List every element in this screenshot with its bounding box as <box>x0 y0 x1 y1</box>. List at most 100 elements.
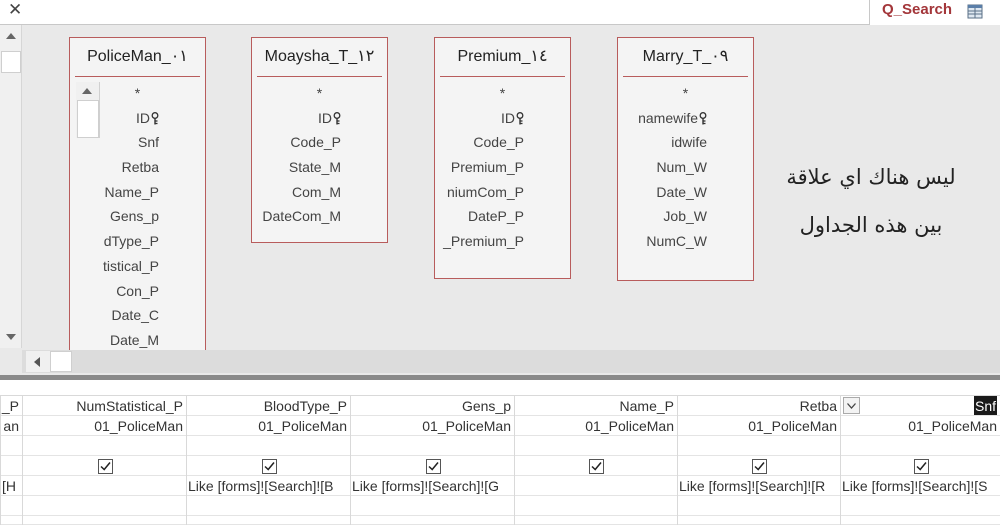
pane-splitter[interactable] <box>0 375 1000 380</box>
show-checkbox[interactable] <box>752 459 767 474</box>
scroll-thumb[interactable] <box>50 351 72 372</box>
scroll-up-icon[interactable] <box>6 33 16 39</box>
field-item[interactable]: _Premium_P <box>435 229 570 254</box>
field-item[interactable]: Code_P <box>252 130 387 155</box>
field-all-columns[interactable]: * <box>70 81 205 106</box>
grid-field-cell[interactable]: Snf <box>841 396 1000 416</box>
field-item[interactable]: tistical_P <box>70 254 205 279</box>
grid-criteria-cell[interactable]: Like [forms]![Search]![S <box>841 476 1000 496</box>
field-all-columns[interactable]: * <box>435 81 570 106</box>
show-checkbox[interactable] <box>589 459 604 474</box>
show-checkbox[interactable] <box>261 459 277 474</box>
field-item[interactable]: Num_W <box>618 155 753 180</box>
field-all-columns[interactable]: * <box>252 81 387 106</box>
grid-field-cell[interactable]: Name_P <box>515 396 677 416</box>
field-item[interactable]: Premium_P <box>435 155 570 180</box>
grid-sort-cell[interactable] <box>678 436 840 456</box>
grid-or-cell[interactable] <box>515 516 677 525</box>
grid-or-cell[interactable] <box>1 516 22 525</box>
show-checkbox[interactable] <box>913 459 929 474</box>
grid-field-cell[interactable]: _P <box>1 396 22 416</box>
field-item[interactable]: Code_P <box>435 130 570 155</box>
grid-field-cell[interactable]: NumStatistical_P <box>23 396 186 416</box>
grid-table-cell[interactable]: an <box>1 416 22 436</box>
field-item[interactable]: Date_M <box>70 328 205 353</box>
grid-table-cell[interactable]: 01_PoliceMan <box>351 416 514 436</box>
field-item[interactable]: niumCom_P <box>435 180 570 205</box>
grid-or-cell[interactable] <box>841 496 1000 516</box>
grid-field-cell[interactable]: Retba <box>678 396 840 416</box>
scroll-down-icon[interactable] <box>6 334 16 340</box>
grid-sort-cell[interactable] <box>841 436 1000 456</box>
field-item[interactable]: Job_W <box>618 204 753 229</box>
grid-criteria-cell[interactable]: Like [forms]![Search]![G <box>351 476 514 496</box>
grid-or-cell[interactable] <box>678 496 840 516</box>
field-item[interactable]: Com_M <box>252 180 387 205</box>
field-all-columns[interactable]: * <box>618 81 753 106</box>
field-list-scrollbar[interactable] <box>76 82 100 138</box>
field-item[interactable]: namewife <box>618 106 753 131</box>
field-item[interactable]: Gens_p <box>70 204 205 229</box>
field-item[interactable]: State_M <box>252 155 387 180</box>
field-item[interactable]: Snf <box>70 130 205 155</box>
grid-or-cell[interactable] <box>351 496 514 516</box>
field-item[interactable]: DateCom_M <box>252 204 387 229</box>
field-item[interactable]: Date_W <box>618 180 753 205</box>
grid-or-cell[interactable] <box>23 516 186 525</box>
grid-criteria-cell[interactable]: Like [forms]![Search]![B <box>187 476 350 496</box>
field-item[interactable]: NumC_W <box>618 229 753 254</box>
field-item[interactable]: Retba <box>70 155 205 180</box>
scroll-left-button[interactable] <box>26 351 50 372</box>
grid-selector-row[interactable] <box>0 380 1000 396</box>
field-item[interactable]: ID <box>435 106 570 131</box>
scroll-up-icon[interactable] <box>82 88 92 94</box>
show-checkbox[interactable] <box>97 459 113 474</box>
grid-table-cell[interactable]: 01_PoliceMan <box>841 416 1000 436</box>
grid-show-cell[interactable] <box>351 456 514 476</box>
grid-table-cell[interactable]: 01_PoliceMan <box>23 416 186 436</box>
grid-show-cell[interactable] <box>1 456 22 476</box>
grid-or-cell[interactable] <box>841 516 1000 525</box>
grid-sort-cell[interactable] <box>351 436 514 456</box>
grid-show-cell[interactable] <box>187 456 350 476</box>
grid-sort-cell[interactable] <box>187 436 350 456</box>
field-dropdown-button[interactable] <box>843 397 860 414</box>
vertical-scrollbar[interactable] <box>0 25 22 348</box>
field-item[interactable]: Date_C <box>70 303 205 328</box>
field-item[interactable]: Name_P <box>70 180 205 205</box>
grid-criteria-cell[interactable]: [H <box>1 476 22 496</box>
grid-or-cell[interactable] <box>187 516 350 525</box>
grid-or-cell[interactable] <box>187 496 350 516</box>
grid-or-cell[interactable] <box>23 496 186 516</box>
grid-criteria-cell[interactable] <box>23 476 186 496</box>
grid-or-cell[interactable] <box>1 496 22 516</box>
horizontal-scrollbar[interactable] <box>22 350 1000 373</box>
field-item[interactable]: DateP_P <box>435 204 570 229</box>
scroll-thumb[interactable] <box>1 51 21 73</box>
grid-show-cell[interactable] <box>23 456 186 476</box>
grid-show-cell[interactable] <box>841 456 1000 476</box>
scroll-thumb[interactable] <box>77 100 99 138</box>
field-item[interactable]: Con_P <box>70 279 205 304</box>
grid-table-cell[interactable]: 01_PoliceMan <box>187 416 350 436</box>
grid-sort-cell[interactable] <box>23 436 186 456</box>
grid-or-cell[interactable] <box>515 496 677 516</box>
grid-table-cell[interactable]: 01_PoliceMan <box>515 416 677 436</box>
field-item[interactable]: ID <box>252 106 387 131</box>
grid-criteria-cell[interactable]: Like [forms]![Search]![R <box>678 476 840 496</box>
grid-or-cell[interactable] <box>351 516 514 525</box>
grid-field-cell[interactable]: Gens_p <box>351 396 514 416</box>
grid-or-cell[interactable] <box>678 516 840 525</box>
field-item[interactable]: ID <box>70 106 205 131</box>
